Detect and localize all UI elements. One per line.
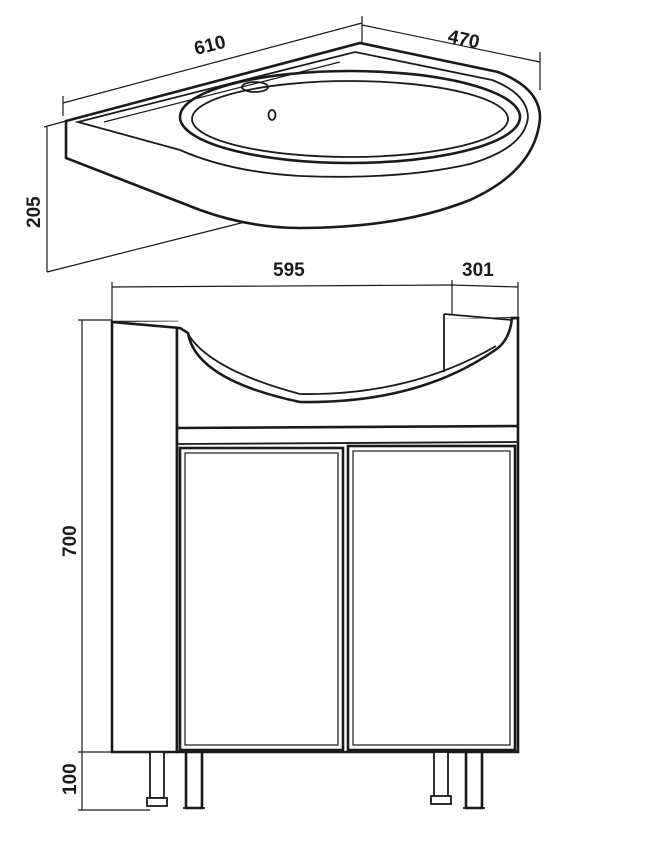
cabinet-basin-inner [187, 333, 497, 395]
cabinet-door-left [178, 446, 345, 752]
dim-basin-height-label: 205 [24, 196, 45, 228]
dim-basin-width-label: 610 [192, 32, 228, 60]
leg-front-right [464, 750, 484, 810]
basin-bowl-inner [191, 80, 509, 158]
cabinet-side-panel [110, 320, 179, 754]
overflow-hole-icon [267, 109, 277, 121]
basin-bowl-outer [178, 69, 522, 165]
dim-basin-width [62, 16, 363, 116]
dim-basin-height [43, 120, 246, 273]
dim-cabinet-width [111, 280, 453, 322]
basin-outline [64, 41, 542, 230]
dim-cabinet-height [78, 319, 112, 753]
dim-basin-depth [361, 24, 541, 90]
leg-back-right [433, 751, 449, 799]
cabinet-door-right [346, 444, 517, 752]
basin-drawing [64, 41, 542, 230]
dim-leg-height [78, 752, 150, 811]
cabinet-drawing [110, 313, 520, 810]
cabinet-basin-top [111, 316, 518, 404]
cabinet-basin-back [443, 313, 513, 321]
dim-cabinet-width-label: 595 [273, 260, 305, 281]
dim-cabinet-height-label: 700 [60, 525, 81, 557]
cabinet-door-left-inner [184, 452, 339, 746]
cabinet-door-right-inner [352, 450, 511, 746]
leg-back-left-foot [146, 797, 168, 807]
cabinet-top-rail [176, 424, 519, 430]
leg-back-right-foot [430, 795, 452, 805]
basin-rim [74, 51, 529, 178]
dim-cabinet-depth [451, 282, 519, 318]
dim-basin-depth-label: 470 [446, 26, 481, 53]
dim-leg-height-label: 100 [60, 763, 81, 795]
cabinet-top-rail-lower [176, 441, 519, 445]
leg-back-left [149, 751, 165, 799]
cabinet-legs [146, 750, 485, 810]
dim-cabinet-depth-label: 301 [462, 260, 494, 281]
tap-hole-icon [241, 81, 269, 93]
leg-front-left [184, 750, 204, 810]
